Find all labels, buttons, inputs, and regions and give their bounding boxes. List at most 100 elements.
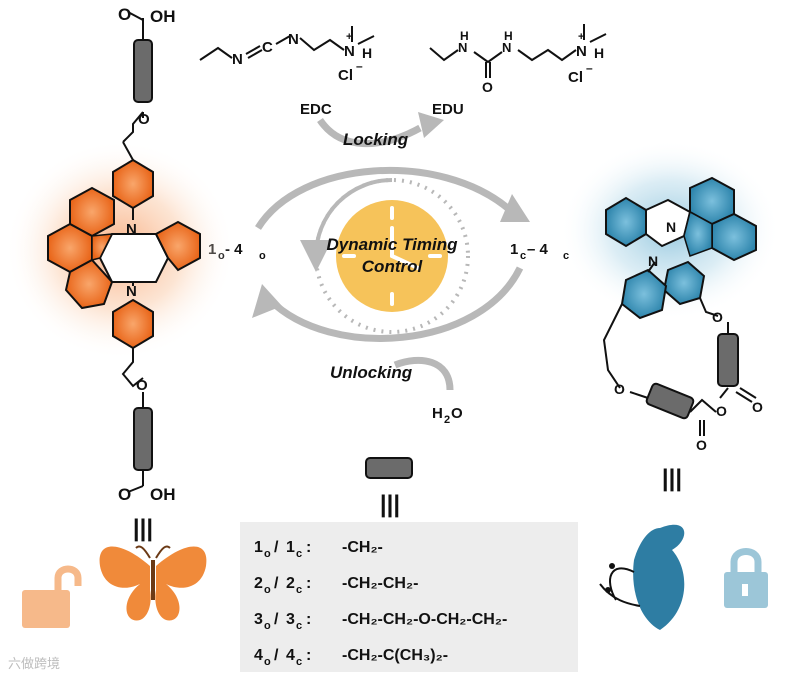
ether-o-left: O [614,381,625,397]
row-slash: / [274,539,279,556]
row-id-closed: 1 [286,539,295,556]
svg-text:– 4: – 4 [527,241,549,258]
row-formula: -CH₂-CH₂-O-CH₂-CH₂- [342,611,507,628]
row-slash: / [274,611,279,628]
nh-atom: N [502,40,511,55]
o-atom: O [118,5,131,24]
row-id-closed-sub: c [296,584,302,596]
ether-o-top: O [138,111,150,128]
row-id-open-sub: o [264,620,271,632]
linker-table-bg [240,522,578,672]
c-atom: C [262,39,273,56]
n-atom-top: N [126,221,137,238]
edc-methyls [351,26,375,45]
linker-block-left [645,382,695,420]
linker-block-bottom [133,407,153,471]
arrowhead-left [252,284,282,318]
row-formula: -CH₂- [342,539,383,556]
svg-text:o: o [259,250,266,262]
unlocking-arrow [267,266,524,391]
h-atom: H [594,45,604,61]
o-atom: O [118,485,131,504]
lock-closed-icon [724,548,768,608]
cooh-top-oh: OH [150,7,176,26]
row-id-open-sub: o [264,548,271,560]
butterfly-orange-icon [99,545,207,621]
row-id-closed: 3 [286,611,295,628]
row-slash: / [274,647,279,664]
row-colon: : [306,539,311,556]
row-id-closed: 4 [286,647,295,664]
edu-atoms: N H N H O N + H Cl – [458,29,604,95]
fused-ring-c [683,210,713,257]
linker-block-right [717,333,739,387]
edu-structure [429,24,607,78]
equiv-right: ||| [662,465,682,492]
edu-label: EDU [432,101,464,118]
svg-text:1: 1 [510,241,518,258]
carbonyl-o: O [752,399,763,415]
svg-text:O: O [451,405,463,422]
water-label: H 2 O [432,405,463,426]
center-title-line1: Dynamic Timing [327,235,459,254]
equiv-center: ||| [380,491,400,518]
plus-charge: + [346,31,352,43]
svg-text:c: c [520,250,526,262]
closed-form-label: 1 c – 4 c [510,241,569,262]
n-atom: N [576,43,587,60]
open-molecule: O OH O N N O O OH [5,5,235,504]
plus-charge: + [578,31,584,43]
row-colon: : [306,647,311,664]
ether-o-bottom: O [136,377,148,394]
linker-legend-block [365,457,413,479]
closed-molecule: N N O O O O O [560,140,780,453]
n-atom: N [232,51,243,68]
row-id-open: 3 [254,611,263,628]
minus-charge: – [586,61,593,75]
row-id-open-sub: o [264,656,271,668]
lock-open-icon [22,565,82,628]
center-title-line2: Control [362,257,424,276]
fused-ring-center [91,233,114,261]
carbonyl-o: O [696,437,707,453]
o-atom: O [482,79,493,95]
linker-block-top [133,39,153,103]
row-id-open-sub: o [264,584,271,596]
watermark-text: 六做跨境 [8,656,60,671]
equiv-left: ||| [133,515,153,542]
cooh-bottom-oh: OH [150,485,176,504]
edc-label: EDC [300,101,332,118]
dihydrophenazine-core [98,233,170,283]
butterfly-blue-icon [599,524,685,630]
row-id-closed-sub: c [296,656,302,668]
row-formula: -CH₂-CH₂- [342,575,418,592]
locking-label: Locking [343,130,409,149]
nh-atom: N [458,40,467,55]
row-id-open: 2 [254,575,263,592]
row-formula: -CH₂-C(CH₃)₂- [342,647,448,664]
minus-charge: – [356,59,363,73]
chloride-label: Cl [568,69,583,86]
chloride-label: Cl [338,67,353,84]
h-atom: H [362,45,372,61]
h-atom: H [460,29,469,43]
timing-clock [300,178,470,334]
locking-arrow [255,117,513,230]
row-colon: : [306,575,311,592]
anhydride-o: O [716,403,727,419]
row-id-open: 4 [254,647,263,664]
edc-structure [199,35,345,61]
arrowhead-edu [418,112,444,138]
row-id-open: 1 [254,539,263,556]
svg-text:2: 2 [444,414,450,426]
benzo-ring-right [154,220,201,272]
ether-o-right: O [712,309,723,325]
row-slash: / [274,575,279,592]
